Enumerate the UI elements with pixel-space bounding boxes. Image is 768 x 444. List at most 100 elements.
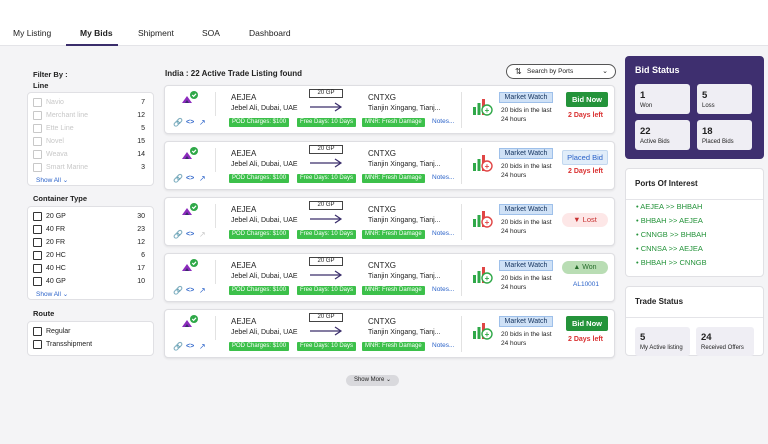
container-type-tag: 20 GP bbox=[309, 313, 343, 322]
checkbox[interactable] bbox=[33, 277, 42, 286]
bid-activity-line: 24 hours bbox=[501, 284, 527, 291]
tab-shipment[interactable]: Shipment bbox=[138, 28, 174, 38]
show-all-label: Show All bbox=[36, 177, 61, 184]
search-by-ports-dropdown[interactable]: ⇅ Search by Ports ⌄ bbox=[506, 64, 616, 79]
market-watch-button[interactable]: Market Watch bbox=[499, 148, 553, 159]
destination-port-code: CNTXG bbox=[368, 205, 396, 214]
market-watch-button[interactable]: Market Watch bbox=[499, 260, 553, 271]
checkbox[interactable] bbox=[33, 251, 42, 260]
port-pair-link[interactable]: • BHBAH >> AEJEA bbox=[636, 216, 703, 225]
bid-activity-line: 20 bids in the last bbox=[501, 331, 552, 338]
bid-activity-line: 20 bids in the last bbox=[501, 107, 552, 114]
bid-activity-line: 24 hours bbox=[501, 116, 527, 123]
link-icon[interactable]: 🔗 bbox=[173, 174, 183, 183]
notes-link[interactable]: Notes... bbox=[432, 286, 455, 293]
arrow-right-icon bbox=[310, 158, 343, 168]
option-count: 3 bbox=[141, 163, 145, 171]
checkbox[interactable] bbox=[33, 212, 42, 221]
external-link-icon[interactable]: ↗ bbox=[199, 230, 206, 239]
checkbox[interactable] bbox=[33, 124, 42, 133]
port-pair-link[interactable]: • BHBAH >> CNNGB bbox=[636, 258, 707, 267]
chevron-down-icon: ⌄ bbox=[386, 377, 392, 383]
port-pair-link[interactable]: • CNNSA >> AEJEA bbox=[636, 244, 703, 253]
code-icon[interactable]: <> bbox=[186, 287, 195, 294]
option-label: Novel bbox=[46, 137, 64, 145]
bid-status-title: Bid Status bbox=[635, 65, 680, 75]
tab-dashboard[interactable]: Dashboard bbox=[249, 28, 291, 38]
placed-bid-button[interactable]: Placed Bid bbox=[562, 150, 608, 165]
chevron-down-icon: ⌄ bbox=[62, 291, 69, 298]
notes-link[interactable]: Notes... bbox=[432, 342, 455, 349]
checkbox[interactable] bbox=[33, 225, 42, 234]
checkbox[interactable] bbox=[33, 340, 42, 349]
notes-link[interactable]: Notes... bbox=[432, 118, 455, 125]
checkbox[interactable] bbox=[33, 98, 42, 107]
checkbox[interactable] bbox=[33, 111, 42, 120]
checkbox[interactable] bbox=[33, 327, 42, 336]
tab-my-bids[interactable]: My Bids bbox=[80, 28, 113, 38]
won-listing-id-link[interactable]: AL10001 bbox=[573, 281, 600, 288]
stat-label: Won bbox=[640, 103, 653, 109]
link-icon[interactable]: 🔗 bbox=[173, 118, 183, 127]
market-watch-button[interactable]: Market Watch bbox=[499, 204, 553, 215]
external-link-icon[interactable]: ↗ bbox=[199, 342, 206, 351]
code-icon[interactable]: <> bbox=[186, 231, 195, 238]
show-more-button[interactable]: Show More ⌄ bbox=[346, 375, 399, 386]
svg-text:+: + bbox=[485, 274, 490, 283]
external-link-icon[interactable]: ↗ bbox=[199, 118, 206, 127]
trend-down-chart-icon: + bbox=[473, 155, 493, 172]
checkbox[interactable] bbox=[33, 137, 42, 146]
tab-soa[interactable]: SOA bbox=[202, 28, 220, 38]
bid-now-button[interactable]: Bid Now bbox=[566, 92, 608, 107]
market-watch-button[interactable]: Market Watch bbox=[499, 316, 553, 327]
pod-charges-tag: POD Charges: $100 bbox=[229, 286, 290, 295]
filter-route-option[interactable]: Regular bbox=[33, 327, 145, 337]
checkbox[interactable] bbox=[33, 150, 42, 159]
tab-my-listing[interactable]: My Listing bbox=[13, 28, 52, 38]
trend-up-chart-icon: + bbox=[473, 99, 493, 116]
show-all-lines-link[interactable]: Show All ⌄ bbox=[36, 176, 68, 184]
link-icon[interactable]: 🔗 bbox=[173, 342, 183, 351]
notes-link[interactable]: Notes... bbox=[432, 174, 455, 181]
container-type-tag: 20 GP bbox=[309, 201, 343, 210]
link-icon[interactable]: 🔗 bbox=[173, 230, 183, 239]
market-watch-button[interactable]: Market Watch bbox=[499, 92, 553, 103]
code-icon[interactable]: <> bbox=[186, 175, 195, 182]
checkbox[interactable] bbox=[33, 264, 42, 273]
active-tab-indicator bbox=[66, 44, 118, 46]
filter-route-option[interactable]: Transshipment bbox=[33, 340, 145, 350]
code-icon[interactable]: <> bbox=[186, 119, 195, 126]
destination-port-location: Tianjin Xingang, Tianj... bbox=[368, 217, 441, 224]
chevron-down-icon: ⌄ bbox=[602, 68, 608, 75]
route-label: Route bbox=[33, 309, 55, 318]
origin-port-location: Jebel Ali, Dubai, UAE bbox=[231, 329, 298, 336]
external-link-icon[interactable]: ↗ bbox=[199, 286, 206, 295]
bid-now-button[interactable]: Bid Now bbox=[566, 316, 608, 331]
checkbox[interactable] bbox=[33, 163, 42, 172]
notes-link[interactable]: Notes... bbox=[432, 230, 455, 237]
show-all-containers-link[interactable]: Show All ⌄ bbox=[36, 290, 68, 298]
checkbox[interactable] bbox=[33, 238, 42, 247]
port-pair-link[interactable]: • CNNGB >> BHBAH bbox=[636, 230, 707, 239]
code-icon[interactable]: <> bbox=[186, 343, 195, 350]
port-pair-link[interactable]: • AEJEA >> BHBAH bbox=[636, 202, 703, 211]
link-icon[interactable]: 🔗 bbox=[173, 286, 183, 295]
external-link-icon[interactable]: ↗ bbox=[199, 174, 206, 183]
